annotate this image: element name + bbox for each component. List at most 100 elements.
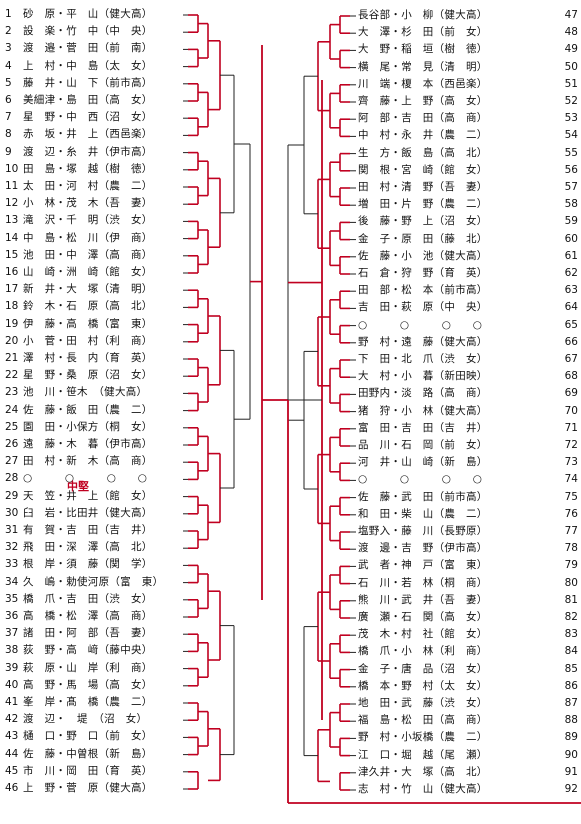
entry-names: 藤 井・山 下（前市高） <box>23 76 153 89</box>
entry-number: 18 <box>5 300 19 313</box>
entry-number: 54 <box>564 129 578 142</box>
entry-number: 89 <box>564 731 578 744</box>
left-entry-row: 17 新 井・大 塚（清 明） <box>3 281 183 298</box>
right-entry-row: 橋 爪・小 林（利 商） 84 <box>358 643 578 660</box>
entry-names: 津久井・大 塚（高 北） <box>358 765 488 778</box>
entry-number: 28 <box>5 472 19 485</box>
entry-number: 47 <box>564 9 578 21</box>
entry-names: 天 笠・井 上（館 女） <box>23 489 153 502</box>
entry-number: 52 <box>564 95 578 107</box>
entry-names: 熊 川・武 井（吾 妻） <box>358 593 488 606</box>
entry-names: ○ ○ ○ ○ <box>358 318 483 331</box>
entry-number: 32 <box>5 541 19 554</box>
entry-names: 猪 狩・小 林（健大高） <box>358 404 488 417</box>
entry-names: 生 方・飯 島（高 北） <box>358 146 488 159</box>
entry-names: 関 根・宮 崎（館 女） <box>358 163 488 176</box>
entry-names: 小 林・茂 木（吾 妻） <box>23 197 153 210</box>
entry-number: 63 <box>564 284 578 297</box>
entry-number: 71 <box>564 421 578 434</box>
entry-names: 荻 野・高 﨑（藤中央） <box>23 644 153 657</box>
right-entry-row: 野 村・小坂橋（農 二）89 <box>358 729 578 746</box>
entry-number: 66 <box>564 335 578 348</box>
entry-number: 91 <box>564 765 578 778</box>
entry-number: 36 <box>5 610 19 622</box>
entry-number: 80 <box>564 576 578 589</box>
entry-number: 79 <box>564 559 578 572</box>
entry-number: 8 <box>5 128 12 141</box>
right-entry-row: 佐 藤・小 池（健大高）61 <box>358 248 578 265</box>
entry-number: 17 <box>5 283 19 296</box>
right-entry-row: 江 口・堀 越（尾 瀬）90 <box>358 747 578 764</box>
entry-names: 橋 爪・小 林（利 商） <box>358 645 488 658</box>
entry-number: 27 <box>5 455 19 468</box>
entry-names: ○ ○ ○ ○ <box>23 472 148 485</box>
entry-number: 70 <box>564 404 578 417</box>
entry-names: 大 野・稲 垣（樹 徳） <box>358 43 488 56</box>
entry-names: 諸 田・阿 部（吾 妻） <box>23 627 153 640</box>
entry-number: 62 <box>564 267 578 279</box>
entry-number: 20 <box>5 334 19 347</box>
entry-names: 齊 藤・上 野（高 女） <box>358 95 488 107</box>
entry-number: 11 <box>5 180 19 192</box>
entry-number: 74 <box>564 473 578 486</box>
entry-number: 24 <box>5 403 19 416</box>
entry-number: 75 <box>564 490 578 503</box>
entry-names: 佐 藤・中曽根（新 島） <box>23 747 153 760</box>
entry-names: 橋 本・野 村（太 女） <box>358 679 488 692</box>
entry-names: 上 野・菅 原（健大高） <box>23 782 153 794</box>
entry-names: 下 田・北 爪（渋 女） <box>358 353 488 365</box>
entry-names: 砂 原・平 山（健大高） <box>23 8 153 20</box>
entry-number: 37 <box>5 627 19 640</box>
right-entry-row: 茂 木・村 社（館 女）83 <box>358 626 578 643</box>
entry-names: 武 者・神 戸（富 東） <box>358 559 488 572</box>
entry-number: 56 <box>564 163 578 176</box>
right-entry-row: 川 端・榎 本（西邑楽）51 <box>358 76 578 93</box>
entry-number: 60 <box>564 232 578 245</box>
entry-number: 61 <box>564 249 578 262</box>
entry-number: 59 <box>564 215 578 228</box>
entry-number: 3 <box>5 42 12 55</box>
entry-names: 長谷部・小 柳（健大高） <box>358 9 488 21</box>
entry-number: 40 <box>5 678 19 691</box>
entry-number: 55 <box>564 146 578 159</box>
right-entry-row: 野 村・遠 藤（健大高）66 <box>358 334 578 351</box>
entry-number: 19 <box>5 317 19 330</box>
entry-number: 44 <box>5 747 19 760</box>
entry-number: 84 <box>564 645 578 658</box>
entry-names: 田 島・塚 越（樹 徳） <box>23 162 153 175</box>
entry-number: 4 <box>5 59 12 72</box>
entry-number: 81 <box>564 593 578 606</box>
entry-names: 樋 口・野 口（前 女） <box>23 730 153 743</box>
entry-names: 増 田・片 野（農 二） <box>358 198 488 211</box>
right-entry-row: 石 倉・狩 野（育 英）62 <box>358 265 578 282</box>
entry-number: 25 <box>5 420 19 433</box>
entry-number: 82 <box>564 611 578 623</box>
entry-names: 大 村・小 暮（新田映） <box>358 370 488 383</box>
entry-number: 87 <box>564 697 578 709</box>
entry-names: 池 川・笹木 （健大高） <box>23 386 148 399</box>
entry-number: 78 <box>564 542 578 555</box>
entry-number: 10 <box>5 162 19 175</box>
entry-names: 遠 藤・木 暮（伊市高） <box>23 438 153 450</box>
entry-names: 中 島・松 川（伊 商） <box>23 231 153 244</box>
right-entry-row: 橋 本・野 村（太 女）86 <box>358 678 578 695</box>
entry-names: 新 井・大 塚（清 明） <box>23 283 153 296</box>
entry-names: 志 村・竹 山（健大高） <box>358 783 488 795</box>
entry-number: 6 <box>5 94 12 106</box>
